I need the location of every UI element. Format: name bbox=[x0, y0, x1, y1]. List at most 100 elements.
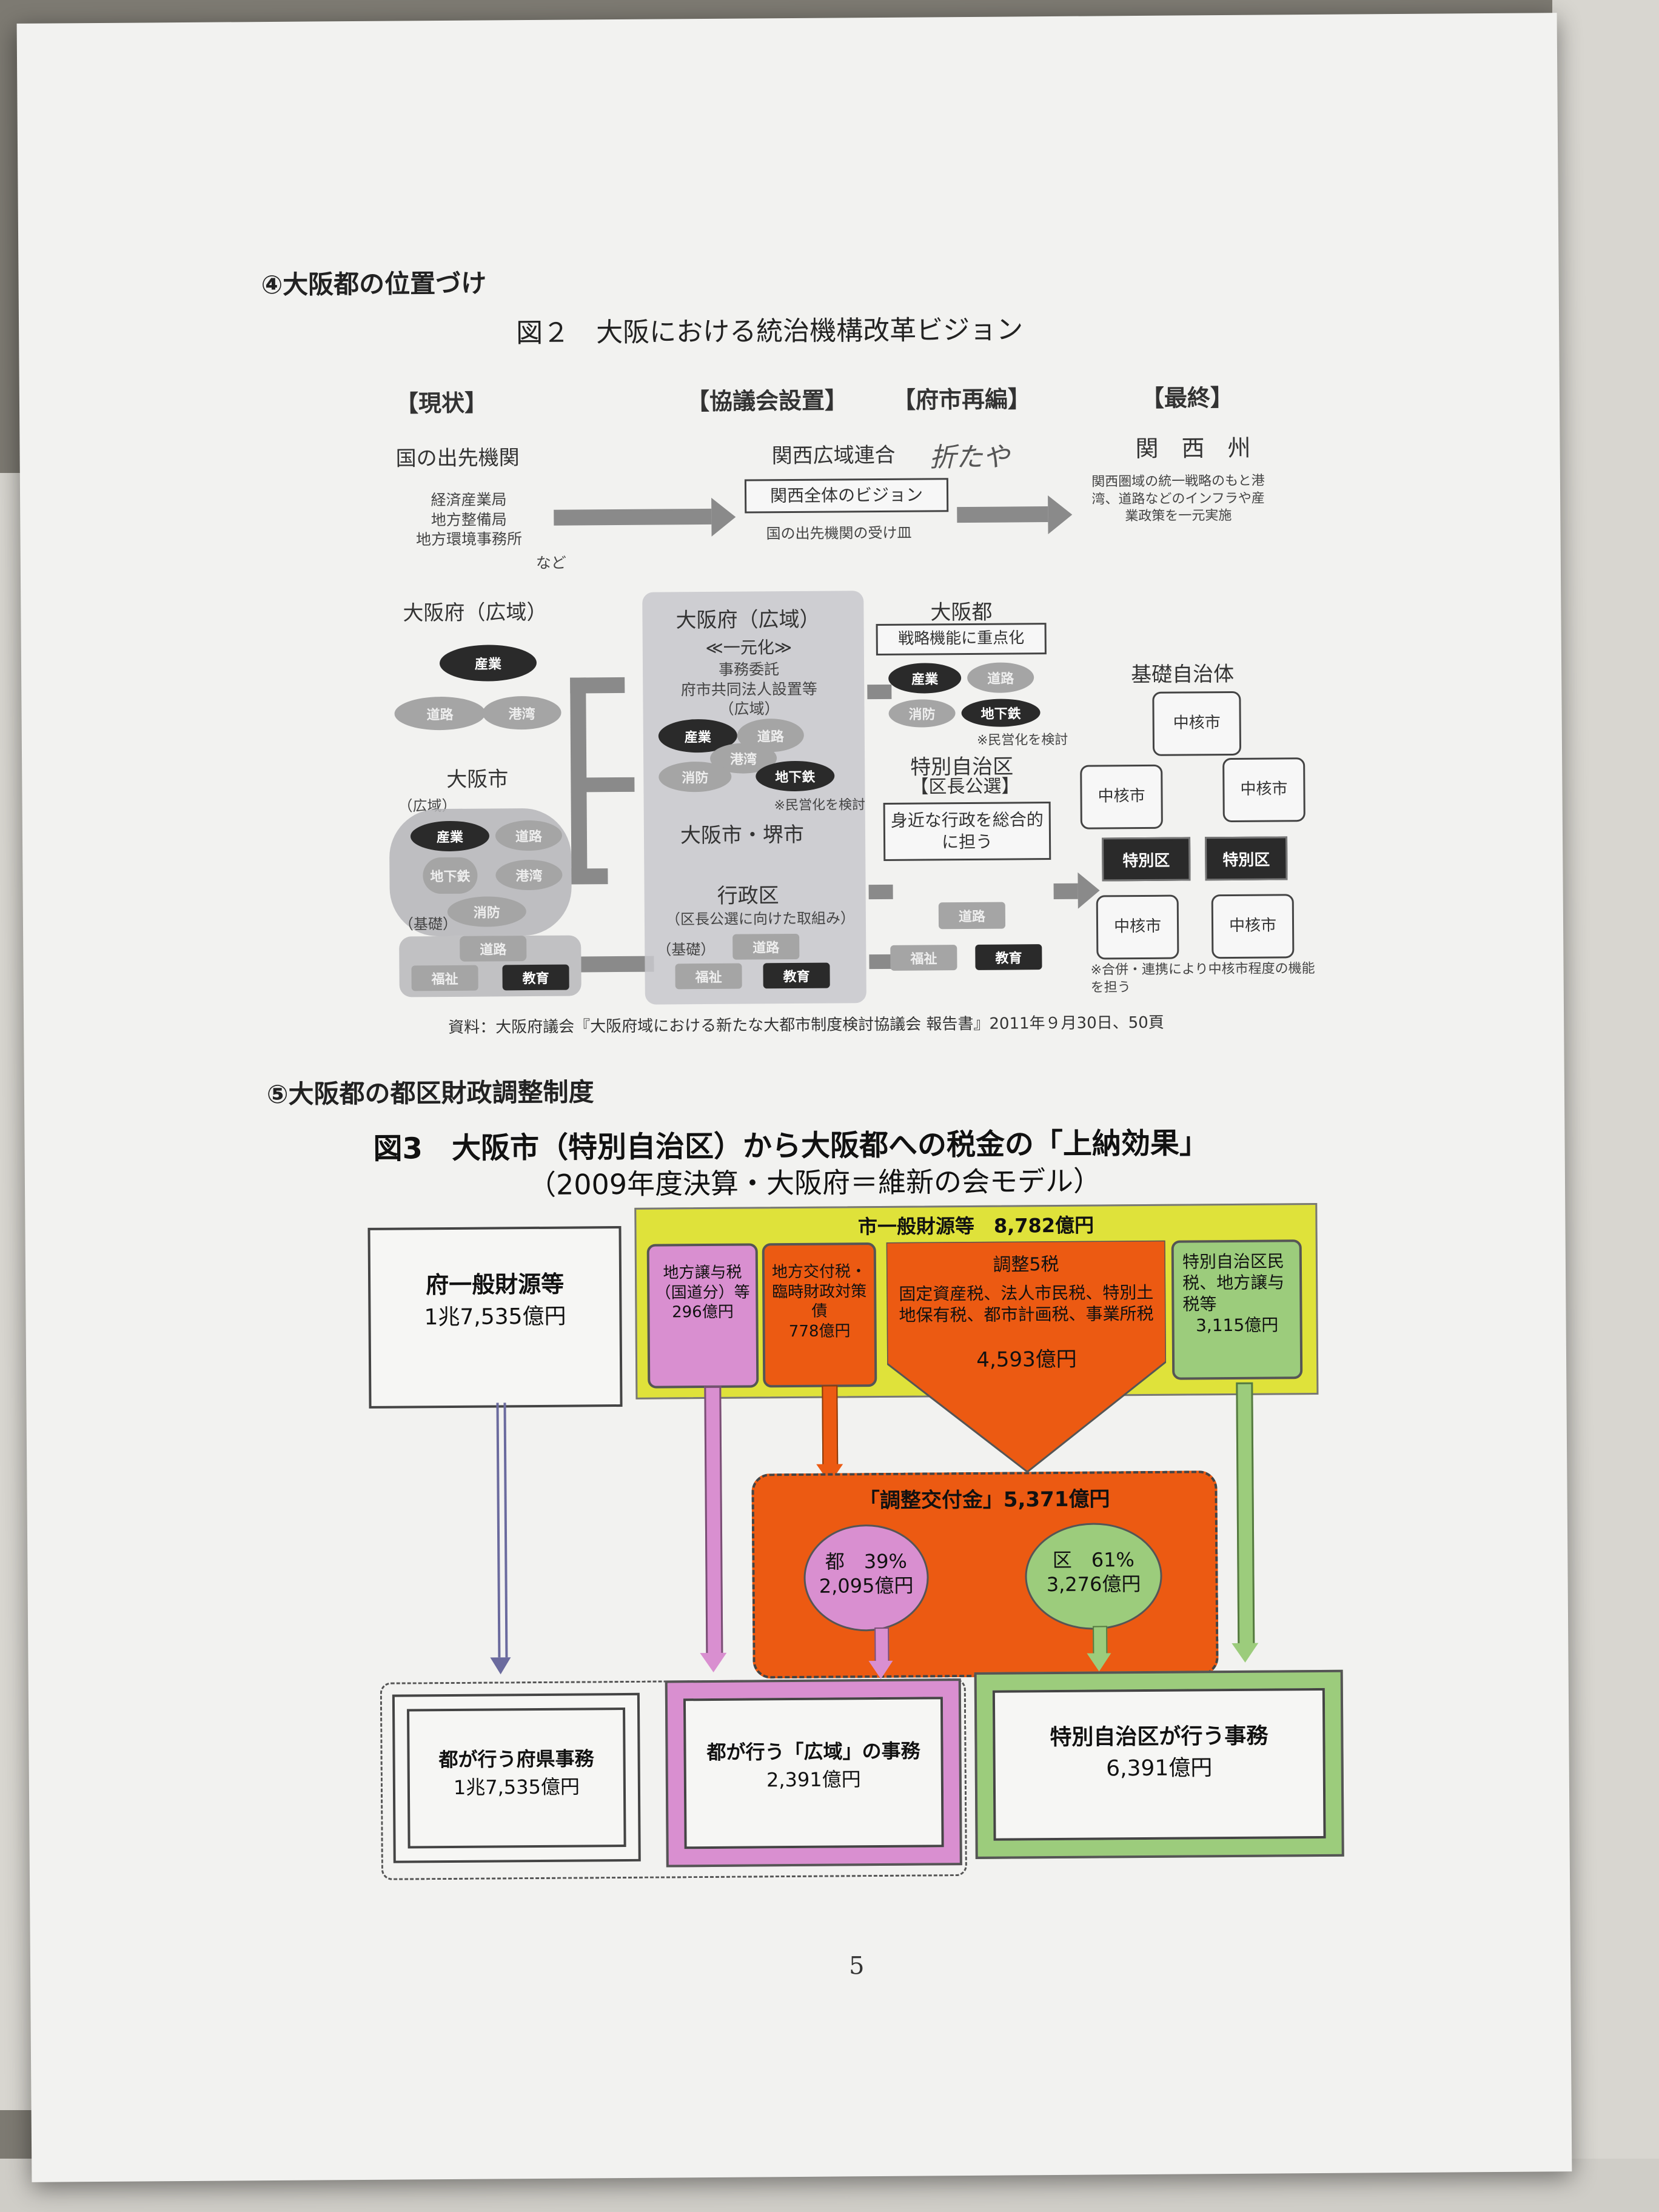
to-kouiki-work-outer: 都が行う「広域」の事務 2,391億円 bbox=[665, 1678, 962, 1868]
document-page: ④大阪都の位置づけ 図２ 大阪における統治機構改革ビジョン 【現状】 【協議会設… bbox=[16, 13, 1572, 2182]
arrow-union-to-state bbox=[957, 506, 1048, 523]
council-ward-label: 行政区 bbox=[717, 883, 779, 908]
reorg-kiso-road: 道路 bbox=[938, 902, 1006, 930]
council-pref-label: 大阪府（広域） bbox=[675, 607, 820, 633]
delegation-list: 事務委託 府市共同法人設置等 （広域） bbox=[664, 660, 834, 720]
arrowhead bbox=[868, 1660, 893, 1680]
fig2-header-final: 【最終】 bbox=[1141, 384, 1234, 412]
special-ward-box: 特別区 bbox=[1102, 837, 1191, 882]
to-share-amount: 2,095億円 bbox=[819, 1574, 914, 1598]
special-ward-tax-box: 特別自治区民税、地方譲与税等 3,115億円 bbox=[1171, 1239, 1303, 1380]
basic-municipality-label: 基礎自治体 bbox=[1131, 662, 1235, 688]
city-kiso-label: （基礎） bbox=[398, 915, 458, 933]
figure-2-title: 図２ 大阪における統治機構改革ビジョン bbox=[516, 314, 1024, 349]
public-election-label: 【区長公選】 bbox=[910, 776, 1020, 798]
arrow-fu-down bbox=[496, 1403, 508, 1658]
figure-2: 【現状】 【協議会設置】 【府市再編】 【最終】 国の出先機関 経済産業局 地方… bbox=[17, 13, 1557, 1037]
arrow-council-to-to bbox=[867, 684, 892, 700]
arrow-reorg-to-final bbox=[1053, 883, 1078, 900]
kansai-state-note: 関西圏域の統一戦略のもと港湾、道路などのインフラや産業政策を一元実施 bbox=[1091, 473, 1265, 525]
reorg-item-fire: 消防 bbox=[888, 699, 956, 728]
local-transfer-tax-label: 地方譲与税（国道分）等 bbox=[655, 1263, 750, 1302]
adjust5-list: 固定資産税、法人市民税、特別土地保有税、都市計画税、事業所税 bbox=[899, 1282, 1154, 1326]
figure-3: 図3 大阪市（特別自治区）から大阪都への税金の「上納効果」 （2009年度決算・… bbox=[17, 13, 1557, 1880]
section-5-heading: ⑤大阪都の都区財政調整制度 bbox=[266, 1077, 594, 1110]
ward-work-label: 特別自治区が行う事務 bbox=[1050, 1723, 1269, 1751]
reorg-item-industry: 産業 bbox=[888, 663, 962, 694]
ward-work-outer: 特別自治区が行う事務 6,391億円 bbox=[974, 1669, 1344, 1859]
to-share-circle: 都 39% 2,095億円 bbox=[803, 1524, 930, 1632]
offices-list: 経済産業局 地方整備局 地方環境事務所 bbox=[408, 490, 530, 550]
fig2-header-current: 【現状】 bbox=[395, 389, 488, 417]
to-kouiki-work-label: 都が行う「広域」の事務 bbox=[706, 1739, 920, 1765]
adjust5-label: 調整5税 bbox=[993, 1253, 1059, 1276]
to-pref-work-outer: 都が行う府県事務 1兆7,535億円 bbox=[392, 1692, 641, 1863]
osaka-city-current-label: 大阪市 bbox=[446, 767, 509, 792]
council-city-label: 大阪市・堺市 bbox=[680, 822, 805, 848]
section-4-heading: ④大阪都の位置づけ bbox=[261, 268, 487, 300]
merge-line-bottom bbox=[571, 868, 608, 885]
background-newspaper-right bbox=[1552, 0, 1659, 2212]
ku-share-circle: 区 61% 3,276億円 bbox=[1024, 1522, 1163, 1631]
council-ward-note: （区長公選に向けた取組み） bbox=[665, 910, 856, 928]
chukaku-city-box: 中核市 bbox=[1211, 894, 1295, 959]
special-ward-tax-amount: 3,115億円 bbox=[1195, 1315, 1279, 1336]
arrowhead bbox=[1048, 495, 1073, 535]
pref-item-road: 道路 bbox=[394, 696, 486, 731]
special-ward-tax-label: 特別自治区民税、地方譲与税等 bbox=[1182, 1251, 1285, 1315]
adjust-grant-label: 「調整交付金」5,371億円 bbox=[859, 1487, 1110, 1513]
kansai-union-label: 関西広域連合 bbox=[771, 443, 896, 469]
kansai-vision-box: 関西全体のビジョン bbox=[744, 478, 949, 514]
city-kiso-education: 教育 bbox=[502, 964, 569, 991]
arrowhead bbox=[1087, 1653, 1111, 1672]
fig2-header-council: 【協議会設置】 bbox=[686, 387, 848, 415]
ku-share-amount: 3,276億円 bbox=[1046, 1572, 1141, 1597]
merge-line-top bbox=[570, 677, 625, 694]
offices-etc: など bbox=[535, 554, 566, 572]
merge-line bbox=[570, 677, 588, 884]
osaka-to-label: 大阪都 bbox=[930, 600, 993, 625]
arrow-council-to-ward bbox=[868, 884, 893, 900]
arrow-offices-to-union bbox=[554, 508, 712, 526]
fig2-header-reorg: 【府市再編】 bbox=[892, 386, 1031, 414]
office-item: 地方整備局 bbox=[431, 510, 507, 529]
council-kiso-label: （基礎） bbox=[657, 940, 716, 959]
delegation-item: （広域） bbox=[719, 700, 780, 718]
fu-general-box: 府一般財源等 1兆7,535億円 bbox=[367, 1225, 623, 1409]
chukaku-city-box: 中核市 bbox=[1096, 894, 1179, 960]
city-general-label: 市一般財源等 8,782億円 bbox=[857, 1213, 1094, 1239]
national-offices-label: 国の出先機関 bbox=[395, 446, 520, 471]
local-grant-amount: 778億円 bbox=[788, 1321, 851, 1341]
arrow-orange-down bbox=[822, 1385, 839, 1467]
council-kiso-welfare: 福祉 bbox=[675, 963, 742, 990]
unification-label: ≪一元化≫ bbox=[705, 637, 793, 659]
arrowhead bbox=[1232, 1643, 1259, 1663]
osaka-pref-current-label: 大阪府（広域） bbox=[403, 600, 548, 626]
adjust5-text: 調整5税 固定資産税、法人市民税、特別土地保有税、都市計画税、事業所税 4,59… bbox=[899, 1253, 1154, 1373]
pref-item-industry: 産業 bbox=[439, 644, 537, 682]
reorg-item-road: 道路 bbox=[967, 662, 1034, 693]
figure-3-subtitle: （2009年度決算・大阪府＝維新の会モデル） bbox=[528, 1164, 1102, 1202]
delegation-item: 府市共同法人設置等 bbox=[680, 680, 817, 699]
reorg-kiso-welfare: 福祉 bbox=[890, 945, 957, 971]
local-transfer-tax-box: 地方譲与税（国道分）等 296億円 bbox=[646, 1243, 759, 1389]
ward-work-box: 特別自治区が行う事務 6,391億円 bbox=[992, 1687, 1326, 1841]
adjust5-amount: 4,593億円 bbox=[976, 1347, 1077, 1372]
office-item: 地方環境事務所 bbox=[415, 530, 523, 549]
reorg-privatize-note: ※民営化を検討 bbox=[976, 732, 1068, 748]
fu-general-label: 府一般財源等 bbox=[425, 1270, 565, 1299]
council-kiso-road: 道路 bbox=[732, 933, 800, 960]
handwritten-note: 折たや bbox=[929, 441, 1010, 474]
arrowhead bbox=[700, 1652, 727, 1673]
local-admin-box: 身近な行政を総合的に担う bbox=[883, 802, 1051, 861]
chukaku-city-box: 中核市 bbox=[1152, 691, 1242, 756]
local-grant-label: 地方交付税・臨時財政対策債 bbox=[771, 1262, 867, 1321]
ku-share-label: 区 61% bbox=[1052, 1548, 1135, 1572]
chukaku-city-box: 中核市 bbox=[1222, 757, 1305, 823]
council-kiso-education: 教育 bbox=[763, 962, 830, 989]
arrow-to-down bbox=[874, 1627, 890, 1664]
city-kiso-road: 道路 bbox=[460, 936, 527, 962]
reorg-item-subway: 地下鉄 bbox=[961, 699, 1041, 728]
ward-work-amount: 6,391億円 bbox=[1106, 1755, 1213, 1781]
to-pref-work-box: 都が行う府県事務 1兆7,535億円 bbox=[407, 1707, 626, 1849]
